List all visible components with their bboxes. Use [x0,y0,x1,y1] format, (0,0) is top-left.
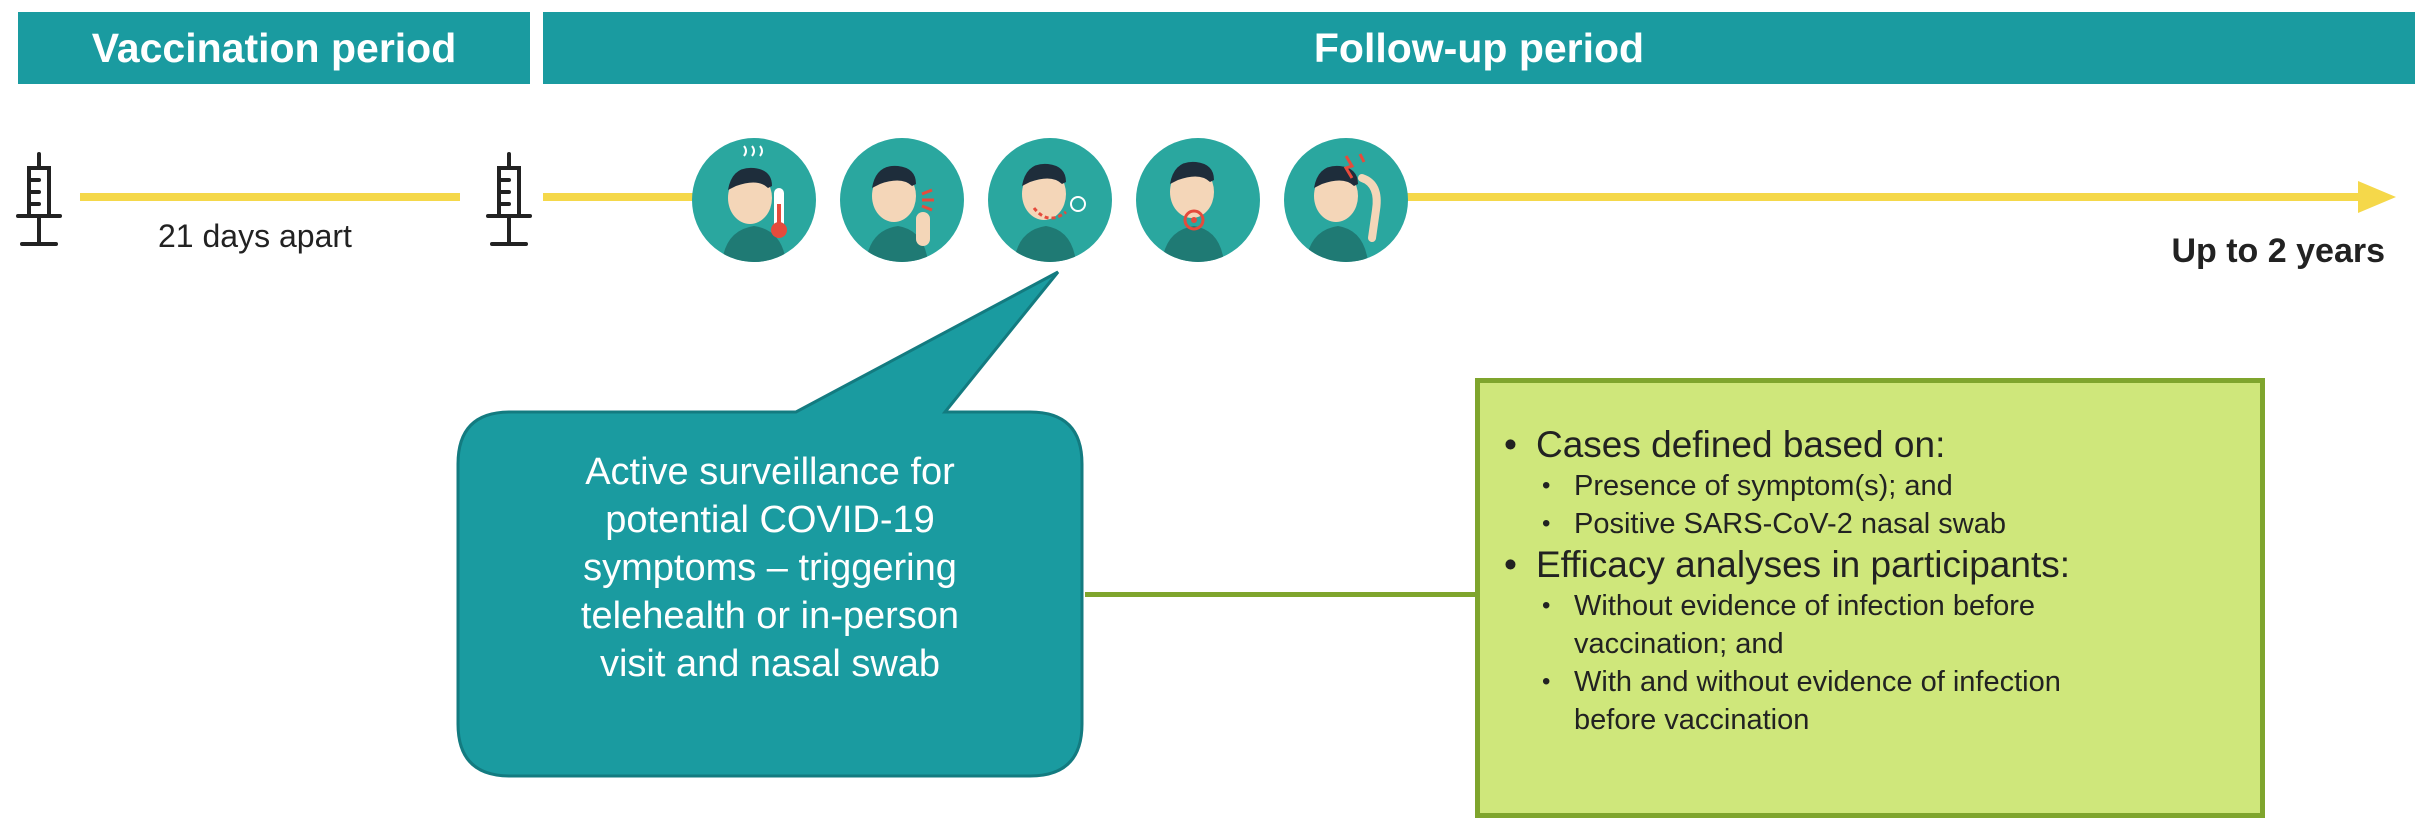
syringe-icon [486,152,532,246]
case-criterion: Presence of symptom(s); and [1502,467,2242,505]
callout-line: symptoms – triggering [583,547,957,589]
callout-text: Active surveillance for potential COVID-… [470,448,1070,688]
vaccination-period-header: Vaccination period [18,12,530,84]
timeline-segment-followup-start [543,193,693,201]
duration-label: Up to 2 years [2171,232,2385,270]
interval-label: 21 days apart [158,218,352,254]
connector-line [1085,592,1475,597]
efficacy-population-1-cont: vaccination; and [1574,628,1784,660]
fever-icon [692,138,816,262]
headache-icon [1284,138,1408,262]
case-definition-box: Cases defined based on: Presence of symp… [1475,378,2265,818]
timeline-segment-vaccination [80,193,460,201]
follow-up-period-label: Follow-up period [1313,24,1645,71]
case-definition-heading: Cases defined based on: [1502,423,2242,467]
vaccination-period-label: Vaccination period [91,24,457,71]
follow-up-period-header: Follow-up period [543,12,2415,84]
case-criterion: Positive SARS-CoV-2 nasal swab [1502,505,2242,543]
sore-throat-icon [988,138,1112,262]
timeline-segment-followup [1395,193,2365,201]
timeline-arrow-icon [2358,181,2396,213]
callout-line: telehealth or in-person [580,595,960,637]
cough-icon [840,138,964,262]
callout-line: potential COVID-19 [605,499,935,541]
efficacy-population-2-cont: before vaccination [1574,704,1810,736]
throat-pain-icon [1136,138,1260,262]
callout-line: Active surveillance for [585,451,955,493]
efficacy-population-1: Without evidence of infection before [1502,587,2242,625]
callout-line: visit and nasal swab [599,643,941,685]
efficacy-heading: Efficacy analyses in participants: [1502,543,2242,587]
syringe-icon [16,152,62,246]
efficacy-population-2: With and without evidence of infection [1502,663,2242,701]
